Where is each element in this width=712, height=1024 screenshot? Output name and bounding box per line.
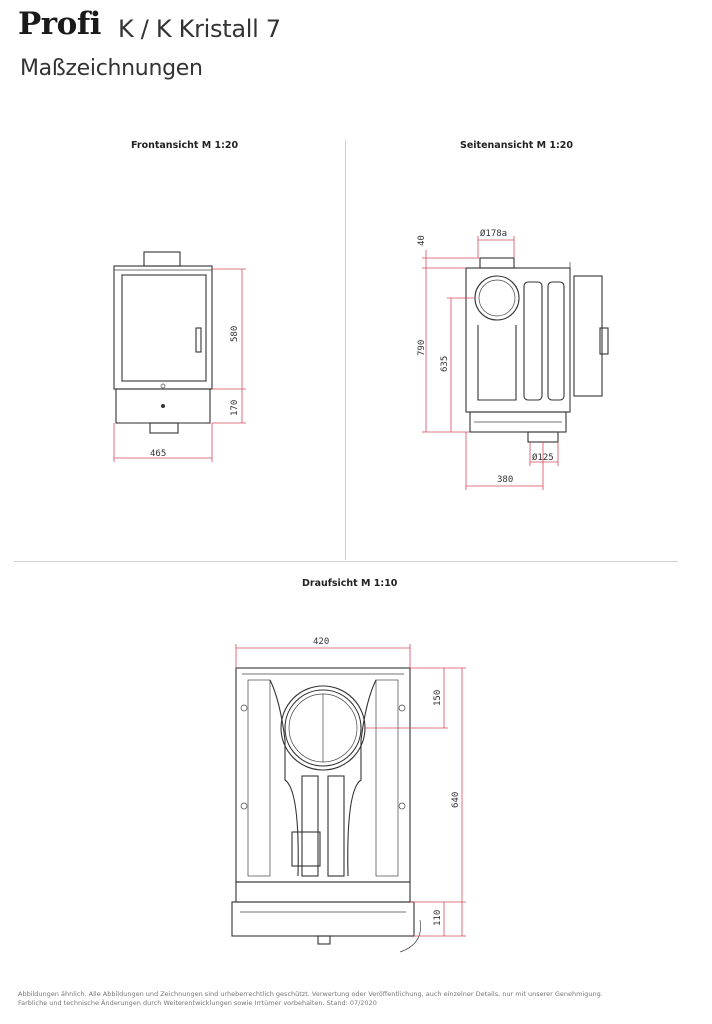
side-flue-diameter-label: Ø178a bbox=[480, 228, 507, 239]
top-dimension-lines bbox=[235, 644, 466, 937]
side-depth-label: 380 bbox=[497, 475, 513, 485]
side-dimension-lines bbox=[422, 236, 559, 490]
front-dimension-lines bbox=[113, 268, 246, 462]
page-subtitle: Maßzeichnungen bbox=[20, 56, 203, 81]
vertical-divider bbox=[345, 140, 346, 560]
front-view-title: Frontansicht M 1:20 bbox=[131, 140, 239, 151]
front-stove-outline bbox=[113, 251, 213, 434]
side-stove-outline bbox=[465, 257, 609, 443]
top-flue-offset-label: 150 bbox=[433, 690, 443, 706]
top-stove-outline bbox=[231, 667, 421, 953]
footer-disclaimer: Abbildungen ähnlich. Alle Abbildungen un… bbox=[18, 990, 698, 1008]
side-view-title: Seitenansicht M 1:20 bbox=[460, 140, 574, 151]
side-air-inlet-label: Ø125 bbox=[532, 452, 554, 463]
side-total-height-label: 790 bbox=[417, 340, 427, 356]
front-base-height-label: 170 bbox=[230, 400, 240, 416]
top-front-depth-label: 110 bbox=[433, 910, 443, 926]
side-top-offset-label: 40 bbox=[417, 235, 427, 246]
top-view-title: Draufsicht M 1:10 bbox=[302, 578, 398, 589]
horizontal-divider bbox=[14, 561, 678, 562]
brand-name: Profi bbox=[18, 6, 101, 42]
front-width-label: 465 bbox=[150, 449, 166, 459]
footer-line-2: Farbliche und technische Änderungen durc… bbox=[18, 999, 377, 1007]
side-flue-height-label: 635 bbox=[440, 356, 450, 372]
front-door-height-label: 580 bbox=[230, 326, 240, 342]
footer-line-1: Abbildungen ähnlich. Alle Abbildungen un… bbox=[18, 990, 603, 998]
model-name: K / K Kristall 7 bbox=[118, 15, 281, 43]
top-width-label: 420 bbox=[313, 637, 329, 647]
top-depth-label: 640 bbox=[451, 792, 461, 808]
